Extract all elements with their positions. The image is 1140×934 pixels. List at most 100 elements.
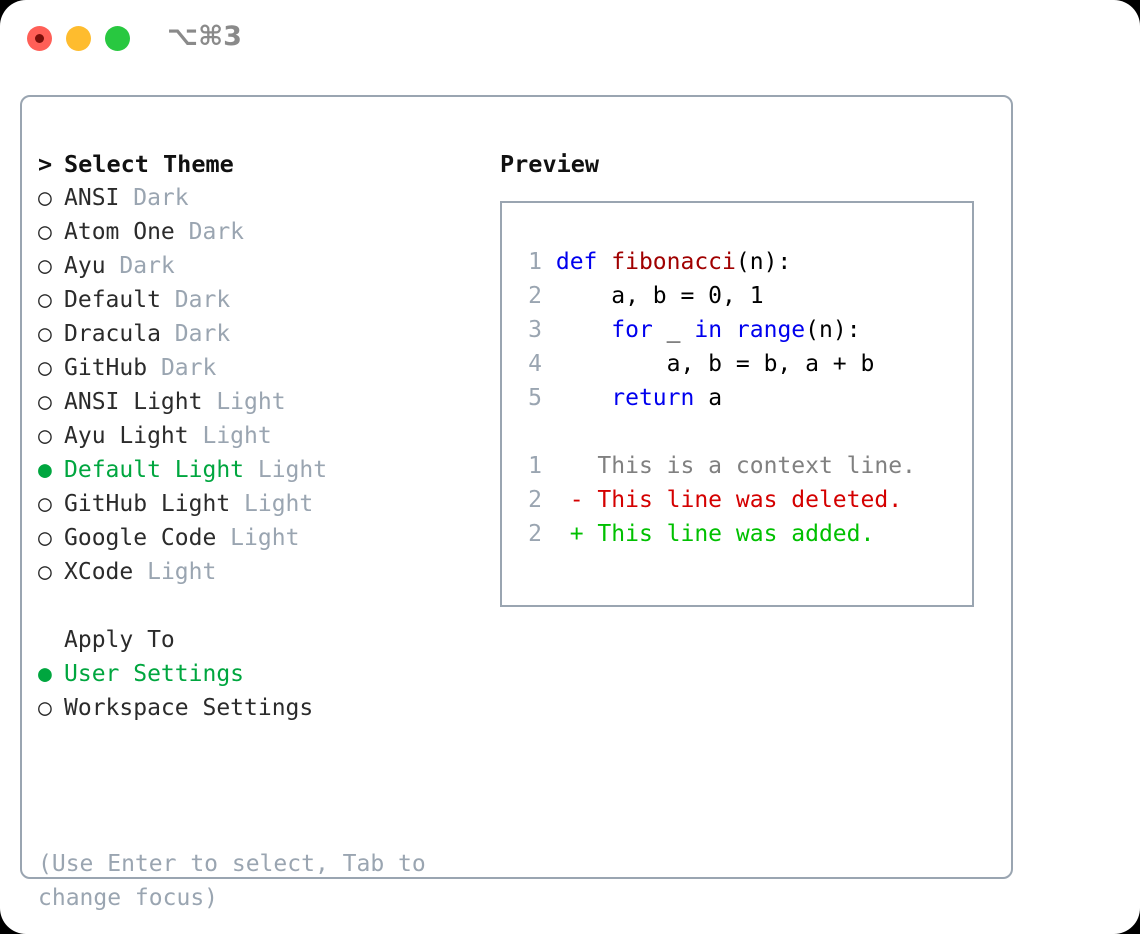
diff-text: This is a context line. [597, 453, 916, 479]
code-line-number: 2 [528, 283, 542, 309]
diff-line: 2 + This line was added. [516, 517, 966, 551]
theme-item-variant: Dark [160, 287, 231, 313]
code-token: a [694, 385, 723, 411]
theme-list-item[interactable]: ○ Default Dark [38, 283, 488, 317]
code-diff-separator [516, 415, 966, 449]
apply-to-item-label: Workspace Settings [64, 695, 314, 721]
theme-item-label: ANSI [64, 185, 120, 211]
theme-item-label: Google Code [64, 525, 217, 551]
code-token: _ [652, 317, 695, 343]
theme-item-variant: Light [216, 525, 300, 551]
theme-item-variant: Dark [119, 185, 189, 211]
theme-item-label: Dracula [64, 321, 161, 347]
theme-item-variant: Light [202, 389, 286, 415]
radio-unselected-icon[interactable]: ○ [38, 525, 52, 551]
code-line: 2 a, b = 0, 1 [516, 279, 966, 313]
theme-list-item[interactable]: ○ GitHub Light Light [38, 487, 488, 521]
theme-list-item[interactable]: ○ GitHub Dark [38, 351, 488, 385]
theme-list-item[interactable]: ●Default Light Light [38, 453, 488, 487]
theme-item-variant: Light [230, 491, 314, 517]
radio-unselected-icon[interactable]: ○ [38, 389, 52, 415]
theme-item-label: GitHub [64, 355, 148, 381]
radio-unselected-icon[interactable]: ○ [38, 253, 52, 279]
radio-selected-icon[interactable]: ● [38, 457, 52, 483]
radio-unselected-icon[interactable]: ○ [38, 321, 52, 347]
theme-list-item[interactable]: ○ ANSI Dark [38, 181, 488, 215]
radio-unselected-icon[interactable]: ○ [38, 355, 52, 381]
apply-to-list[interactable]: ● User Settings ○ Workspace Settings [38, 657, 488, 725]
code-token: (n): [735, 249, 792, 275]
preview-title: Preview [500, 150, 600, 178]
code-token: def [555, 249, 612, 275]
diff-line: 2 - This line was deleted. [516, 483, 966, 517]
diff-sign: - [569, 487, 598, 513]
radio-unselected-icon[interactable]: ○ [38, 491, 52, 517]
code-token: a, b = 0, 1 [555, 283, 764, 309]
theme-list-header-label: Select Theme [64, 150, 234, 178]
code-line-number: 3 [528, 317, 542, 343]
radio-unselected-icon[interactable]: ○ [38, 287, 52, 313]
code-line: 3 for _ in range(n): [516, 313, 966, 347]
minimize-window-button[interactable] [66, 26, 91, 51]
apply-to-item[interactable]: ○ Workspace Settings [38, 691, 488, 725]
theme-item-variant: Dark [174, 219, 245, 245]
theme-item-variant: Light [188, 423, 272, 449]
theme-list[interactable]: ○ ANSI Dark ○ Atom One Dark ○ Ayu Dark ○ Defaul… [38, 181, 488, 589]
preview-panel: Preview 1 def fibonacci(n):2 a, b = 0, 1… [500, 147, 1000, 607]
theme-list-item[interactable]: ○ Google Code Light [38, 521, 488, 555]
code-token [722, 317, 736, 343]
diff-sign [570, 453, 598, 479]
radio-unselected-icon[interactable]: ○ [38, 559, 52, 585]
diff-text: This line was deleted. [597, 487, 903, 513]
maximize-window-button[interactable] [105, 26, 130, 51]
diff-line-number: 2 [528, 521, 542, 547]
theme-list-item[interactable]: ○ Atom One Dark [38, 215, 488, 249]
code-token: fibonacci [611, 249, 736, 275]
diff-text: This line was added. [597, 521, 875, 547]
theme-list-item[interactable]: ○ Ayu Dark [38, 249, 488, 283]
theme-selector-panel: >Select Theme ○ANSI Dark○Atom One Dark○A… [38, 147, 488, 725]
theme-item-label: Ayu [64, 253, 106, 279]
apply-to-header-label: Apply To [64, 627, 175, 653]
theme-list-item[interactable]: ○ Ayu Light Light [38, 419, 488, 453]
theme-item-variant: Dark [147, 355, 217, 381]
dialog-card: >Select Theme ○ANSI Dark○Atom One Dark○A… [20, 95, 1013, 911]
apply-to-header: Apply To [38, 623, 488, 657]
apply-to-item[interactable]: ● User Settings [38, 657, 488, 691]
code-line-number: 1 [528, 249, 542, 275]
theme-item-label: Ayu Light [64, 423, 189, 449]
code-line-number: 4 [528, 351, 542, 377]
diff-line-number: 1 [528, 453, 542, 479]
apply-to-item-label: User Settings [64, 661, 245, 687]
code-token: for [611, 317, 653, 343]
code-line: 1 def fibonacci(n): [516, 245, 966, 279]
code-token: a, b = b, a + b [555, 351, 875, 377]
apply-to-indent [38, 623, 64, 657]
theme-list-header: >Select Theme [38, 147, 488, 181]
code-line: 4 a, b = b, a + b [516, 347, 966, 381]
theme-item-label: XCode [64, 559, 134, 585]
theme-item-label: Default [64, 287, 161, 313]
code-token: in [694, 317, 723, 343]
code-line: 5 return a [516, 381, 966, 415]
close-window-button[interactable] [27, 26, 52, 51]
radio-selected-icon[interactable]: ● [38, 661, 52, 687]
theme-item-label: Atom One [64, 219, 175, 245]
theme-item-variant: Dark [105, 253, 175, 279]
code-token: return [611, 385, 695, 411]
theme-item-variant: Dark [160, 321, 231, 347]
theme-list-item[interactable]: ○ANSI Light Light [38, 385, 488, 419]
radio-unselected-icon[interactable]: ○ [38, 185, 52, 211]
theme-item-variant: Light [133, 559, 217, 585]
theme-item-label: GitHub Light [64, 491, 231, 517]
code-token [556, 385, 611, 411]
theme-list-item[interactable]: ○ XCode Light [38, 555, 488, 589]
theme-list-item[interactable]: ○ Dracula Dark [38, 317, 488, 351]
radio-unselected-icon[interactable]: ○ [38, 219, 52, 245]
list-spacer [38, 589, 488, 623]
radio-unselected-icon[interactable]: ○ [38, 423, 52, 449]
radio-unselected-icon[interactable]: ○ [38, 695, 52, 721]
code-token: range [735, 317, 806, 343]
